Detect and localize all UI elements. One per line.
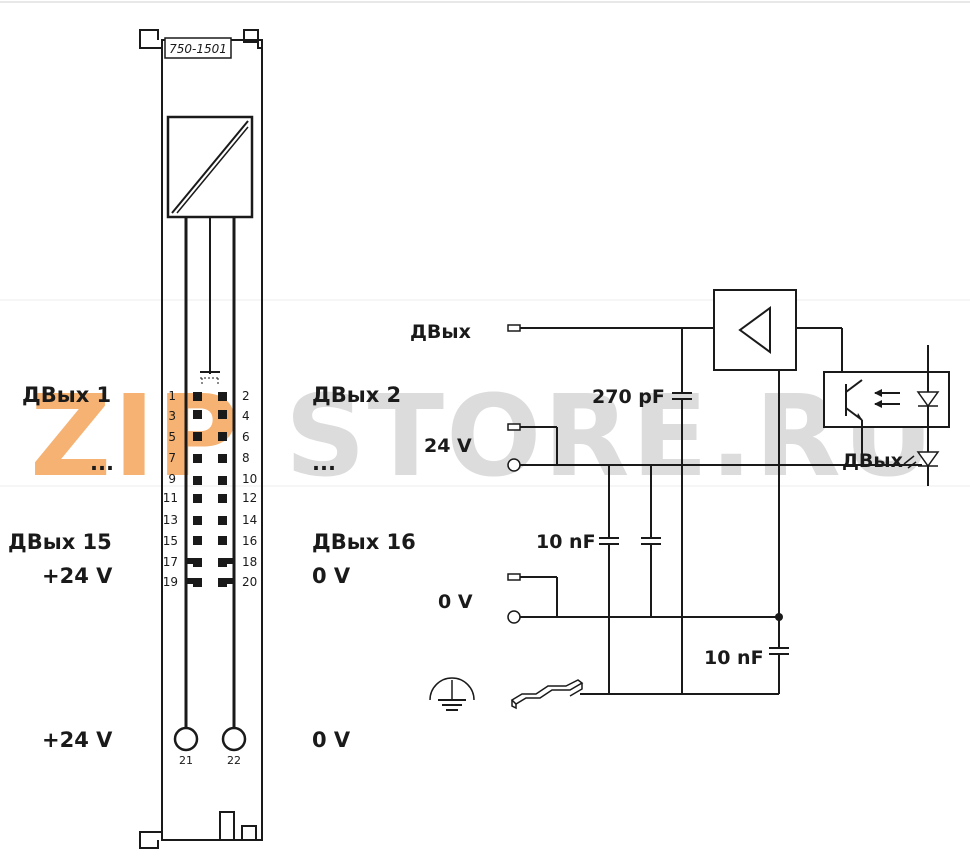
terminal-22 [221, 726, 247, 752]
pin-numbers: 1 3 5 7 9 11 13 15 17 19 2 4 6 8 10 12 1… [163, 389, 258, 589]
label-dout-15: ДВых 15 [8, 530, 112, 554]
pin-label: 17 [163, 555, 178, 569]
label-dout-1: ДВых 1 [22, 383, 111, 407]
module-housing: 750-1501 [139, 29, 263, 849]
v24-label: 24 V [424, 435, 472, 457]
dc-converter-symbol [166, 115, 254, 219]
label-zero-bottom: 0 V [312, 728, 351, 752]
opto-dout-label: ДВых [842, 450, 903, 472]
schematic-dout-label: ДВых [410, 321, 471, 343]
pin-label: 9 [168, 472, 176, 486]
pin-label: 18 [242, 555, 257, 569]
pin-label: 10 [242, 472, 257, 486]
din-rail-icon [510, 679, 584, 710]
pin-label: 13 [163, 513, 178, 527]
pin-label: 5 [168, 430, 176, 444]
pin-label: 2 [242, 389, 250, 403]
pin-label: 12 [242, 491, 257, 505]
watermark: ZIP STORE.RU [30, 372, 934, 502]
label-plus24-mid: +24 V [42, 564, 113, 588]
cap-10nf-b-label: 10 nF [704, 647, 764, 669]
ground-icon [429, 677, 475, 711]
internal-wires [184, 217, 236, 727]
v0-label: 0 V [438, 591, 473, 613]
output-schematic: ДВых 270 pF 24 V [410, 289, 950, 711]
power-terminals: 21 22 [173, 726, 247, 767]
pin-label: 11 [163, 491, 178, 505]
terminal-21-label: 21 [179, 754, 193, 767]
pin-label: 8 [242, 451, 250, 465]
terminal-22-label: 22 [227, 754, 241, 767]
cap-10nf-a-label: 10 nF [536, 531, 596, 553]
pin-label: 7 [168, 451, 176, 465]
buffer-amplifier [713, 289, 797, 371]
pin-label: 19 [163, 575, 178, 589]
cap-270pf-label: 270 pF [592, 386, 665, 408]
terminal-21 [173, 726, 199, 752]
part-number: 750-1501 [169, 42, 227, 56]
pin-label: 3 [168, 409, 176, 423]
label-dots-left: ... [90, 451, 114, 475]
channel-labels: ДВых 1 ДВых 2 ... ... ДВых 15 ДВых 16 +2… [8, 383, 416, 752]
label-dout-2: ДВых 2 [312, 383, 401, 407]
label-plus24-bottom: +24 V [42, 728, 113, 752]
pin-label: 1 [168, 389, 176, 403]
pin-label: 16 [242, 534, 257, 548]
watermark-left: ZIP [30, 372, 241, 502]
pin-array [186, 392, 234, 587]
pin-label: 20 [242, 575, 257, 589]
label-dout-16: ДВых 16 [312, 530, 416, 554]
label-zero-mid: 0 V [312, 564, 351, 588]
label-dots-right: ... [312, 451, 336, 475]
pin-label: 6 [242, 430, 250, 444]
pin-label: 15 [163, 534, 178, 548]
pin-label: 4 [242, 409, 250, 423]
part-number-box [164, 37, 232, 59]
pin-label: 14 [242, 513, 257, 527]
